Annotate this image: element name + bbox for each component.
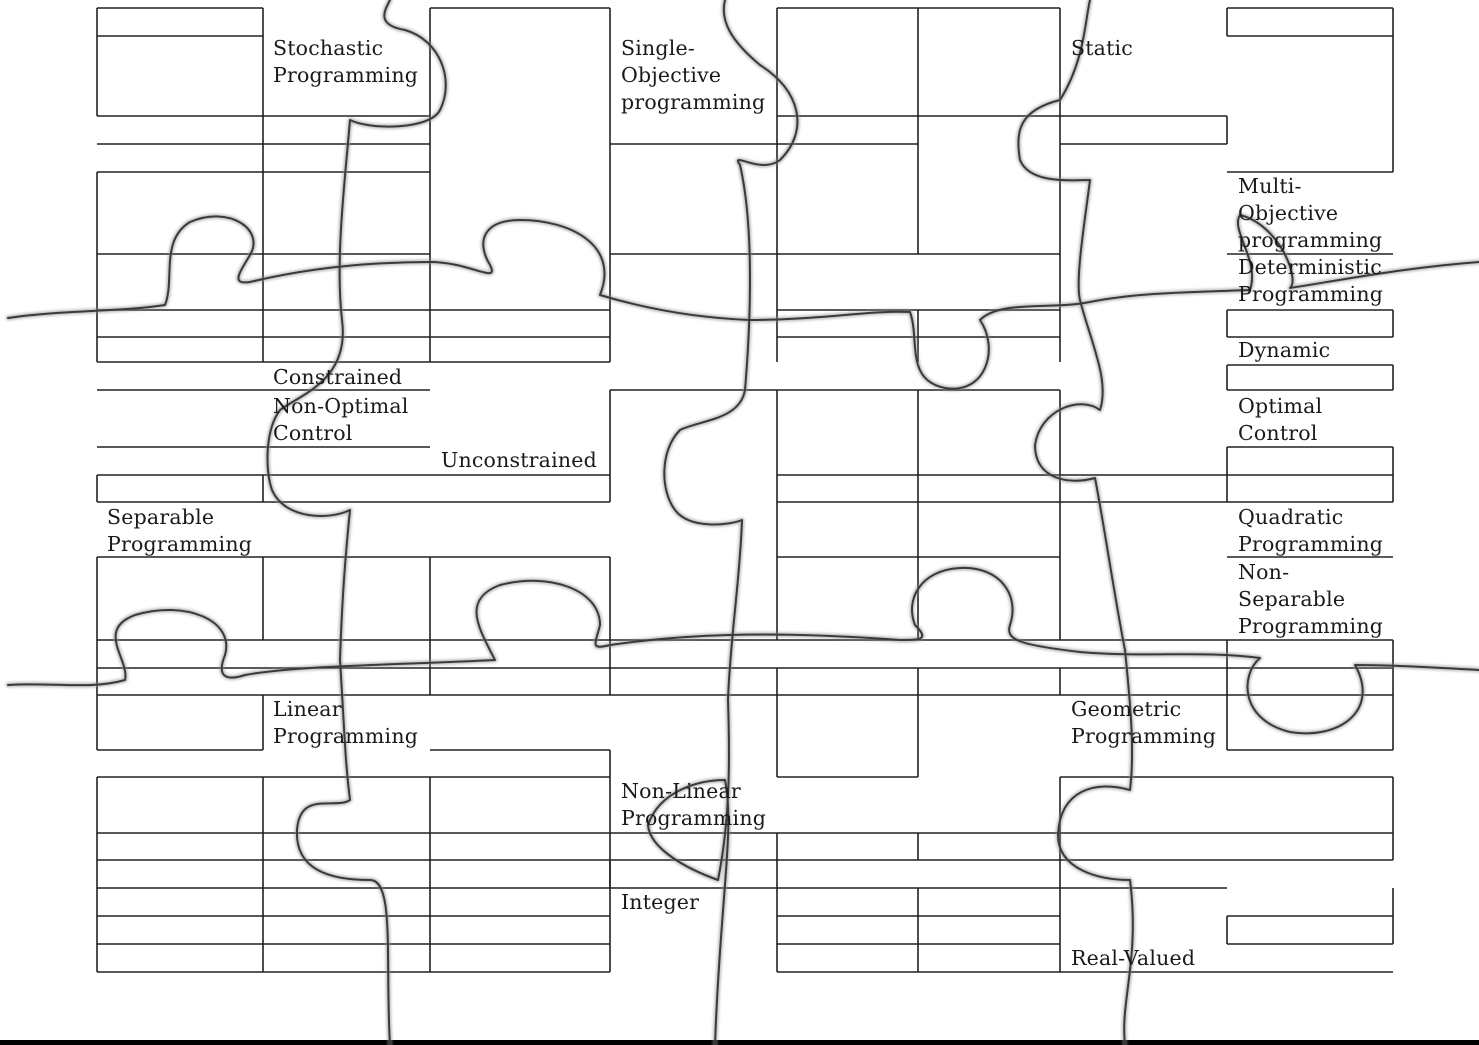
label-dynamic: Dynamic [1238, 337, 1330, 364]
label-non-separable-programming: Non- Separable Programming [1238, 559, 1383, 640]
label-separable-programming: Separable Programming [107, 504, 252, 558]
label-non-linear-programming: Non-Linear Programming [621, 778, 766, 832]
label-non-optimal-control: Non-Optimal Control [273, 393, 409, 447]
label-quadratic-programming: Quadratic Programming [1238, 504, 1383, 558]
label-real-valued: Real-Valued [1071, 945, 1195, 972]
label-linear-programming: Linear Programming [273, 696, 418, 750]
label-geometric-programming: Geometric Programming [1071, 696, 1216, 750]
label-stochastic-programming: Stochastic Programming [273, 35, 418, 89]
label-single-objective-programming: Single- Objective programming [621, 35, 765, 116]
label-unconstrained: Unconstrained [441, 447, 597, 474]
label-integer: Integer [621, 889, 699, 916]
label-optimal-control: Optimal Control [1238, 393, 1322, 447]
label-deterministic-programming: Deterministic Programming [1238, 254, 1383, 308]
label-static: Static [1071, 35, 1133, 62]
label-multi-objective-programming: Multi- Objective programming [1238, 173, 1382, 254]
label-constrained: Constrained [273, 364, 402, 391]
